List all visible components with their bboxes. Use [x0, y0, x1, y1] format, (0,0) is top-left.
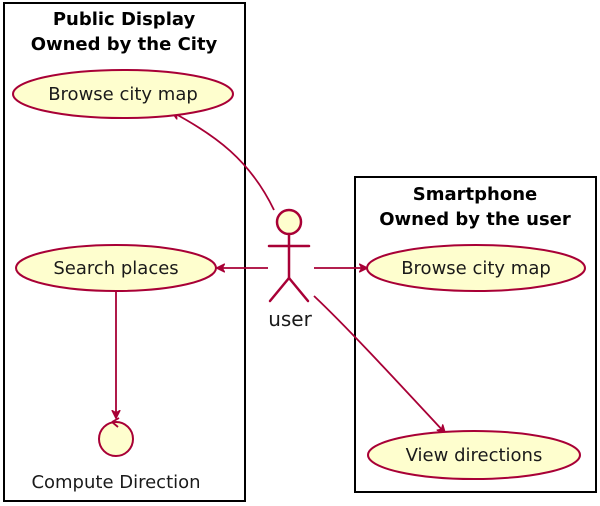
actor-user-right-leg-icon	[287, 276, 310, 303]
boundary-smartphone-title-line2: Owned by the user	[379, 209, 571, 230]
usecase-search-places[interactable]: Search places	[15, 244, 217, 292]
control-compute-direction-label: Compute Direction	[31, 472, 200, 493]
control-compute-direction-arrow-icon	[111, 417, 120, 428]
control-compute-direction[interactable]: Compute Direction	[31, 417, 201, 493]
usecase-browse-city-map-public-shape	[12, 69, 234, 119]
actor-user-label: user	[268, 307, 312, 331]
usecase-browse-city-map-public[interactable]: Browse city map	[12, 69, 234, 119]
usecase-browse-city-map-phone[interactable]: Browse city map	[366, 244, 586, 292]
actor-user[interactable]: user	[267, 208, 313, 331]
usecase-view-directions[interactable]: View directions	[367, 430, 581, 480]
edge-user-to-view-directions	[313, 295, 445, 433]
boundary-smartphone-title-line1: Smartphone	[413, 184, 537, 205]
usecase-search-places-shape	[15, 244, 217, 292]
edge-user-to-browse-city-map	[172, 112, 275, 211]
usecase-browse-city-map-phone-shape	[366, 244, 586, 292]
actor-user-left-leg-icon	[268, 276, 291, 303]
usecase-view-directions-shape	[367, 430, 581, 480]
usecase-browse-city-map-phone-label: Browse city map	[401, 258, 551, 279]
boundary-public-display-title-line2: Owned by the City	[31, 34, 218, 55]
actor-user-head-icon	[275, 208, 303, 236]
usecase-search-places-label: Search places	[53, 258, 178, 279]
boundary-public-display-title-line1: Public Display	[53, 9, 196, 30]
usecase-view-directions-label: View directions	[406, 445, 543, 466]
usecase-browse-city-map-public-label: Browse city map	[48, 84, 198, 105]
control-compute-direction-circle	[98, 421, 134, 457]
